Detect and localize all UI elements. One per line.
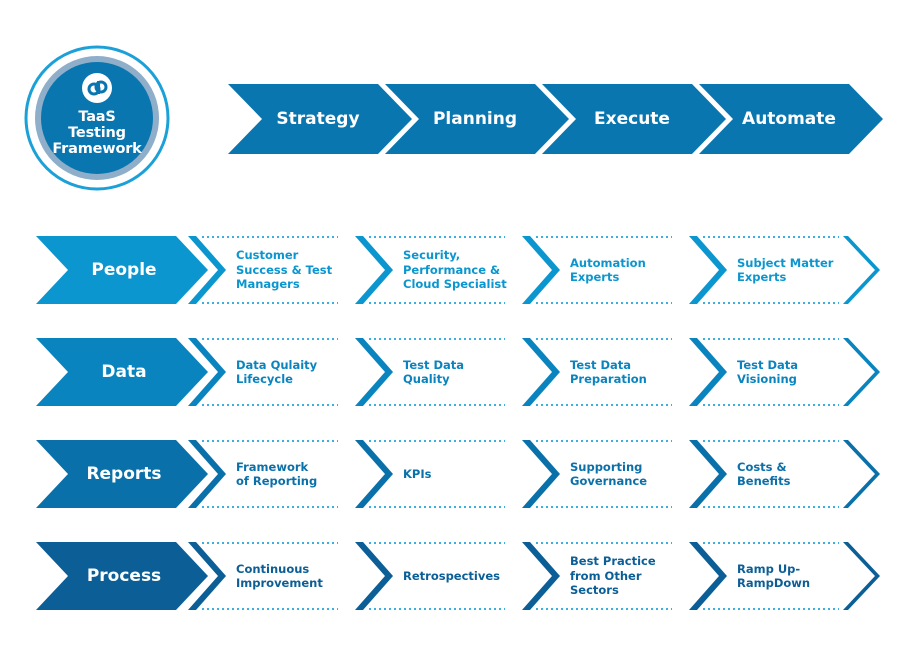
row-cell-line: Governance [570, 474, 648, 488]
row-cell-line: Costs & [737, 459, 787, 474]
row-cell-line: Success & Test [236, 262, 333, 277]
row-cell-chevron [522, 542, 560, 610]
row-cell-chevron [689, 542, 727, 610]
stage-chevron [385, 84, 569, 154]
row-cell-line: Performance & [403, 262, 501, 277]
hub-circle [24, 45, 170, 191]
row-head-chevron [36, 236, 208, 304]
row-label-reports: Reports [86, 464, 162, 484]
stage-chevron [699, 84, 883, 154]
stage-chevron [228, 84, 412, 154]
row-cell-chevron [689, 236, 727, 304]
row-cell-line: RampDown [737, 576, 811, 590]
row-cell-chevron [355, 440, 393, 508]
row-cell-chevron [188, 440, 226, 508]
row-cell-line: Improvement [236, 576, 323, 590]
stage-chevron [542, 84, 726, 154]
row-cell: KPIs [403, 440, 515, 508]
row-cell-line: from Other [570, 568, 642, 583]
row-cell-line: Retrospectives [403, 568, 500, 583]
stage-strategy: Strategy [276, 109, 360, 129]
row-cell-chevron [689, 338, 727, 406]
row-head-chevron [36, 440, 208, 508]
row-cell-line: Supporting [570, 459, 643, 474]
row-cell-chevron [689, 440, 727, 508]
row-cell: Security,Performance &Cloud Specialist [403, 236, 515, 304]
row-head-chevron [36, 338, 208, 406]
stage-planning: Planning [432, 109, 518, 129]
row-cell-line: Managers [236, 277, 300, 292]
row-cell-line: KPIs [403, 466, 432, 481]
row-cell-chevron [522, 338, 560, 406]
row-cell-line: Cloud Specialist [403, 277, 507, 292]
row-chevrons [36, 236, 880, 610]
stage-execute: Execute [594, 109, 670, 129]
row-cell-line: Security, [403, 248, 461, 263]
row-cell-line: Best Practice [570, 554, 656, 569]
row-cell-line: Customer [236, 248, 299, 263]
hub-title-line: Testing [68, 125, 126, 141]
row-cell-line: Subject Matter [737, 255, 834, 270]
row-cell-line: Automation [570, 255, 646, 270]
row-cell-line: Experts [737, 270, 787, 284]
hub-label: TaaS Testing Framework [25, 46, 169, 190]
row-cell-chevron [188, 542, 226, 610]
row-label-process: Process [86, 566, 162, 586]
row-cell-chevron [188, 236, 226, 304]
row-cell-chevron [355, 236, 393, 304]
row-cell-line: Lifecycle [236, 372, 293, 386]
row-cell-line: Continuous [236, 561, 310, 576]
row-cell-line: Visioning [737, 372, 797, 386]
row-cell-line: of Reporting [236, 474, 318, 488]
row-cell-line: Sectors [570, 583, 619, 598]
row-cell-line: Test Data [737, 357, 799, 372]
row-cell-line: Test Data [570, 357, 632, 372]
row-cell-chevron [355, 542, 393, 610]
row-cell-chevron [522, 440, 560, 508]
row-cell-line: Preparation [570, 372, 647, 386]
row-cell-chevron [355, 338, 393, 406]
stage-chevrons [228, 84, 883, 154]
hub-fill [41, 62, 153, 174]
row-head-chevron [36, 542, 208, 610]
dp-logo-icon [82, 73, 112, 103]
hub-title-line: TaaS [78, 109, 116, 125]
hub-outer-ring [24, 45, 170, 191]
row-cell-line: Test Data [403, 357, 465, 372]
row-label-data: Data [101, 362, 147, 382]
row-cell-line: Benefits [737, 474, 791, 488]
row-cell: Ramp Up-RampDown [737, 542, 849, 610]
row-cell-line: Experts [570, 270, 620, 284]
row-cell-line: Quality [403, 372, 450, 386]
row-cell: Retrospectives [403, 542, 515, 610]
row-label-people: People [91, 260, 157, 280]
row-cell-chevron [188, 338, 226, 406]
stage-automate: Automate [742, 109, 836, 129]
hub-title-line: Framework [52, 141, 142, 157]
dp-logo-glyph [87, 80, 108, 96]
row-cell-line: Framework [236, 459, 309, 474]
row-cell-chevron [522, 236, 560, 304]
row-cell: Costs &Benefits [737, 440, 849, 508]
row-cell-line: Ramp Up- [737, 561, 801, 576]
row-cell-line: Data Qulaity [236, 357, 318, 372]
